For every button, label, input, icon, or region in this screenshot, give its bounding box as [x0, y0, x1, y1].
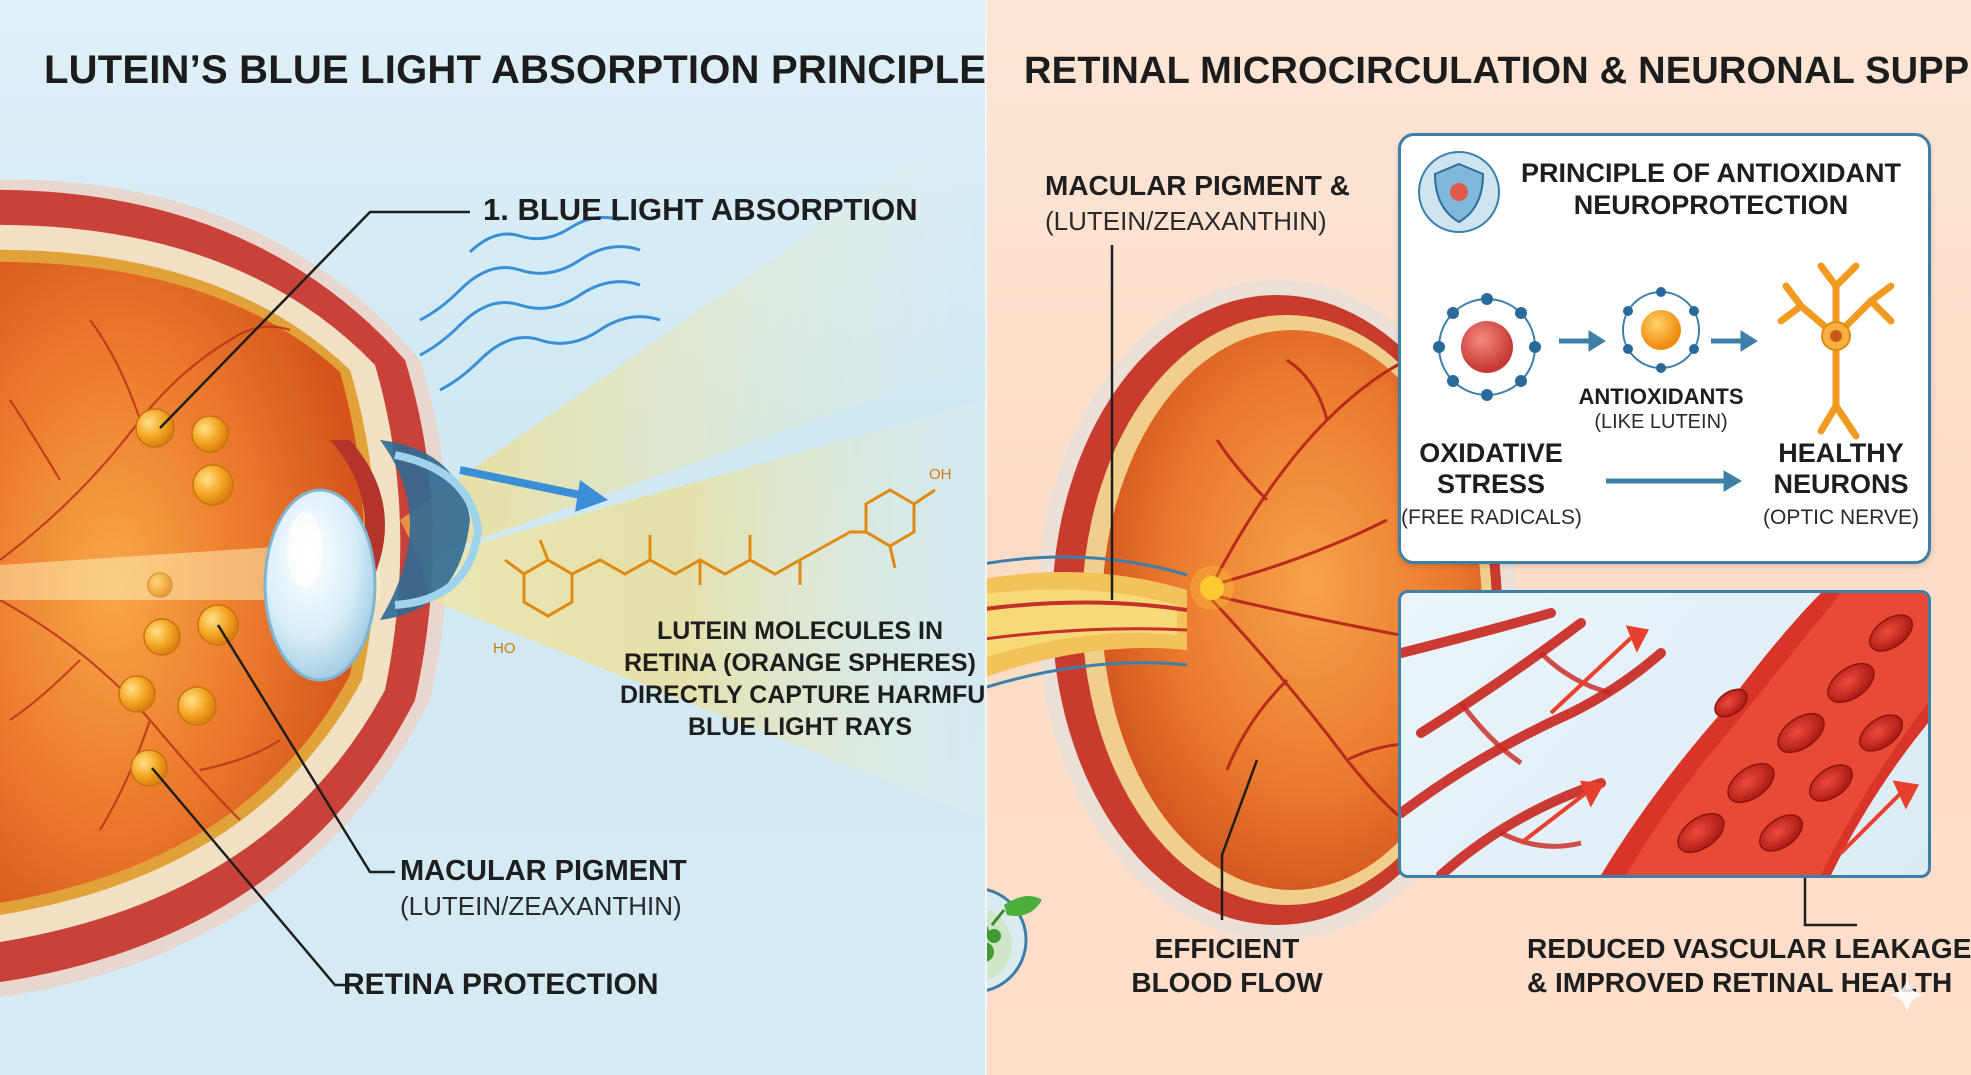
oxidative-stress-line-1: OXIDATIVE	[1419, 438, 1563, 468]
efficient-blood-flow-label: EFFICIENT BLOOD FLOW	[1107, 932, 1347, 999]
right-panel: RETINAL MICROCIRCULATION & NEURONAL SUPP…	[987, 0, 1971, 1075]
lutein-sphere	[177, 686, 217, 726]
antioxidant-neuroprotection-box: PRINCIPLE OF ANTIOXIDANT NEUROPROTECTION…	[1398, 133, 1931, 564]
healthy-neurons-sublabel: (OPTIC NERVE)	[1763, 506, 1919, 529]
lutein-sphere	[143, 618, 181, 656]
lutein-molecule-structure	[504, 488, 936, 618]
free-radical-icon	[1433, 293, 1541, 401]
oxidative-stress-sublabel: (FREE RADICALS)	[1401, 506, 1582, 529]
sparkle-icon	[1889, 977, 1925, 1013]
antioxidant-icon	[1622, 287, 1700, 373]
lutein-sphere	[135, 408, 175, 448]
reduced-leakage-label: REDUCED VASCULAR LEAKAGE & IMPROVED RETI…	[1527, 932, 1971, 999]
antioxidant-box-title: PRINCIPLE OF ANTIOXIDANT NEUROPROTECTION	[1511, 158, 1911, 222]
antioxidants-sublabel: (LIKE LUTEIN)	[1594, 411, 1728, 433]
lutein-spheres	[118, 210, 470, 987]
healthy-neurons-label: HEALTHY NEURONS	[1751, 438, 1931, 500]
healthy-neurons-line-2: NEURONS	[1773, 469, 1909, 500]
macular-pigment-right-sublabel: (LUTEIN/ZEAXANTHIN)	[1045, 206, 1327, 236]
blood-vessel-illustration	[1401, 593, 1928, 875]
lutein-sphere	[118, 675, 156, 713]
antioxidant-title-line-2: NEUROPROTECTION	[1573, 189, 1849, 220]
neuron-icon	[1777, 262, 1895, 440]
lutein-caption-line-2: RETINA (ORANGE SPHERES)	[624, 649, 976, 677]
antioxidant-title-line-1: PRINCIPLE OF ANTIOXIDANT	[1520, 158, 1901, 188]
retina-protection-label: RETINA PROTECTION	[343, 968, 659, 1001]
panel-divider	[985, 0, 987, 1075]
efficient-blood-flow-line-1: EFFICIENT	[1154, 933, 1300, 964]
lutein-caption-line-4: BLUE LIGHT RAYS	[687, 713, 913, 741]
lutein-caption-line-1: LUTEIN MOLECULES IN	[656, 617, 944, 645]
efficient-blood-flow-line-2: BLOOD FLOW	[1131, 966, 1323, 998]
macular-pigment-label: MACULAR PIGMENT	[400, 855, 687, 887]
lutein-sphere	[191, 415, 229, 453]
macular-pigment-sublabel: (LUTEIN/ZEAXANTHIN)	[400, 891, 682, 921]
reduced-leakage-line-2: & IMPROVED RETINAL HEALTH	[1527, 966, 1953, 998]
lutein-molecules-caption: LUTEIN MOLECULES IN RETINA (ORANGE SPHER…	[620, 615, 985, 743]
antioxidants-label: ANTIOXIDANTS	[1578, 384, 1744, 409]
lutein-sphere	[192, 464, 234, 506]
left-panel: LUTEIN’S BLUE LIGHT ABSORPTION PRINCIPLE…	[0, 0, 985, 1075]
healthy-neurons-line-1: HEALTHY	[1778, 438, 1904, 468]
left-eye-illustration	[0, 110, 985, 998]
ho-label: HO	[493, 640, 516, 657]
oh-label: OH	[929, 466, 952, 483]
blue-light-absorption-label: 1. BLUE LIGHT ABSORPTION	[483, 192, 918, 227]
oxidative-stress-label: OXIDATIVE STRESS	[1401, 438, 1581, 500]
left-panel-title: LUTEIN’S BLUE LIGHT ABSORPTION PRINCIPLE	[44, 48, 985, 92]
reduced-leakage-line-1: REDUCED VASCULAR LEAKAGE	[1527, 933, 1971, 964]
right-panel-title: RETINAL MICROCIRCULATION & NEURONAL SUPP…	[1024, 50, 1971, 92]
vessel-inset	[1398, 590, 1931, 878]
lutein-leaf-emblem	[987, 888, 1042, 992]
oxidative-stress-line-2: STRESS	[1436, 469, 1546, 500]
lutein-sphere	[147, 572, 173, 598]
right-eye-illustration	[987, 245, 1857, 940]
lutein-caption-line-3: DIRECTLY CAPTURE HARMFUL	[620, 681, 985, 709]
shield-cell-icon	[1418, 151, 1500, 233]
antioxidant-diagram	[1418, 151, 1895, 492]
leader-lines	[151, 210, 470, 987]
macular-pigment-right-label: MACULAR PIGMENT &	[1045, 170, 1350, 201]
